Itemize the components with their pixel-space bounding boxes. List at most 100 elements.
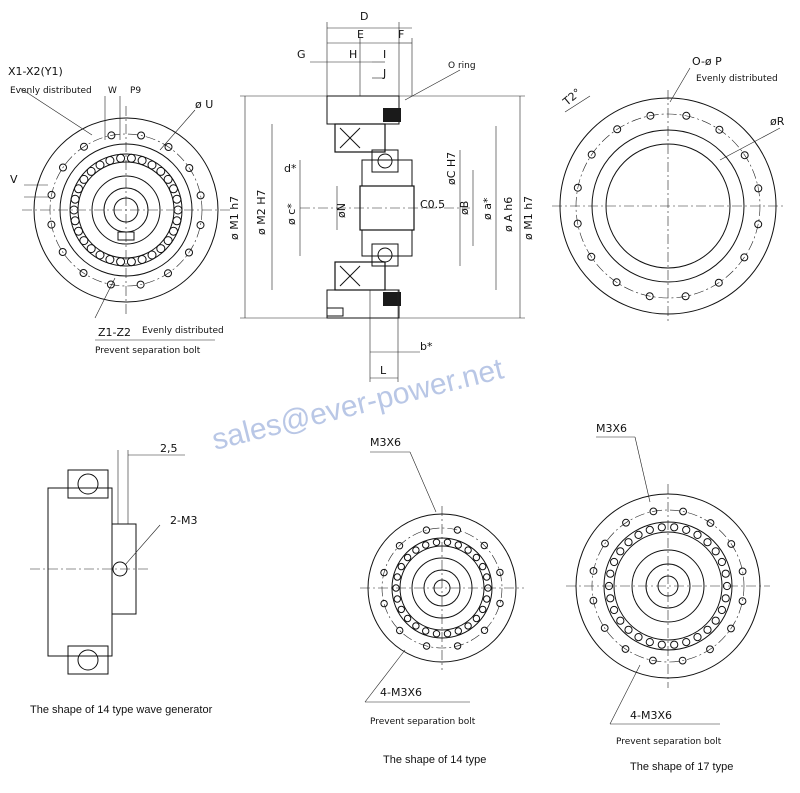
v-label: V [10, 173, 18, 186]
dim-d-label: D [360, 10, 368, 23]
roller [105, 156, 115, 165]
roller [645, 525, 654, 535]
bolt-hole [740, 151, 749, 160]
t17-top-label: M3X6 [596, 422, 627, 435]
roller [443, 630, 452, 638]
z-label: Z1-Z2 [98, 326, 131, 339]
dim-ch-label: øC H7 [445, 152, 458, 185]
bolt-hole [621, 645, 630, 653]
bolt-hole [727, 540, 736, 548]
bolt-hole [601, 539, 609, 548]
roller-ring [604, 523, 732, 649]
dim-d-small-label: d* [284, 162, 297, 175]
roller [711, 547, 720, 556]
roller [137, 255, 147, 264]
roller [79, 174, 89, 184]
bolt-hole-ring [573, 111, 763, 301]
bolt-hole [480, 626, 489, 634]
roller [616, 616, 625, 625]
roller [703, 538, 712, 547]
wg-dim-label: 2,5 [160, 442, 178, 455]
dim-m1-right-label: ø M1 h7 [522, 196, 535, 240]
bolt-hole [380, 599, 388, 608]
dim-i-label: I [383, 48, 386, 61]
t14-bolt-label: 4-M3X6 [380, 686, 422, 699]
p9-label: P9 [130, 86, 141, 96]
bolt-hole [164, 269, 172, 278]
roller [156, 244, 166, 254]
dim-m2-label: ø M2 H7 [255, 190, 268, 235]
t14-top-label: M3X6 [370, 436, 401, 449]
roller [172, 216, 182, 226]
roller [454, 627, 462, 635]
roller [147, 160, 157, 170]
roller [412, 546, 420, 554]
bolt-hole [706, 645, 714, 654]
roller-ring [392, 538, 492, 638]
bolt-hole-ring [589, 507, 747, 665]
roller [717, 605, 727, 615]
roller [693, 530, 702, 540]
bolt-hole [573, 219, 582, 228]
oring-label: O ring [448, 61, 476, 71]
roller [169, 184, 178, 194]
roller [137, 156, 147, 165]
t14-caption: The shape of 14 type [383, 754, 486, 766]
bolt-hole [622, 518, 630, 527]
roller [397, 562, 405, 571]
o-note: Evenly distributed [696, 74, 778, 84]
bolt-hole [613, 125, 622, 134]
roller [432, 538, 441, 546]
roller [403, 614, 412, 623]
wave-generator-view: 2,5 2-M3 The shape of 14 type wave gener… [30, 442, 213, 716]
dim-h-label: H [349, 48, 357, 61]
dim-g-label: G [297, 48, 306, 61]
bolt-hole [106, 280, 115, 289]
roller [156, 166, 166, 176]
roller [634, 633, 643, 642]
roller [403, 553, 412, 562]
roller [126, 257, 136, 267]
bolt-hole [196, 191, 205, 200]
bolt-hole [47, 190, 56, 199]
bolt-hole [496, 599, 504, 608]
bolt-hole [646, 111, 655, 120]
roller [610, 605, 619, 615]
roller [634, 530, 643, 540]
roller [711, 616, 720, 625]
w-label: W [108, 86, 117, 96]
bolt-hole [573, 183, 582, 192]
roller [606, 594, 615, 603]
roller [432, 630, 441, 638]
roller [657, 640, 666, 649]
bolt-hole [59, 163, 67, 172]
roller [443, 538, 452, 546]
bolt-hole [754, 184, 763, 193]
bolt-hole [649, 507, 658, 516]
roller [657, 523, 666, 532]
roller [464, 546, 472, 554]
dim-m1-label: ø M1 h7 [228, 196, 241, 240]
dim-l-label: L [380, 364, 387, 377]
wg-caption: The shape of 14 type wave generator [30, 704, 213, 716]
dim-b-label: øB [458, 201, 471, 215]
roller [95, 160, 105, 170]
dim-b-small-label: b* [420, 340, 433, 353]
bolt-hole [380, 568, 388, 577]
roller [126, 153, 136, 163]
roller-ring [69, 153, 183, 267]
z-note: Evenly distributed [142, 326, 224, 336]
bolt-hole [396, 626, 404, 635]
bolt-hole [422, 642, 431, 650]
roller [721, 569, 730, 578]
dim-a-label: ø a* [481, 197, 494, 220]
bolt-hole [738, 567, 747, 576]
bolt-hole [587, 150, 596, 159]
bolt-hole [738, 597, 747, 605]
bolt-hole [137, 131, 146, 140]
bolt-hole [645, 292, 654, 301]
z-caption: Prevent separation bolt [95, 346, 201, 356]
t2-label: T2° [560, 86, 584, 109]
bolt-hole [136, 280, 145, 289]
x1-label: X1-X2(Y1) [8, 65, 63, 78]
